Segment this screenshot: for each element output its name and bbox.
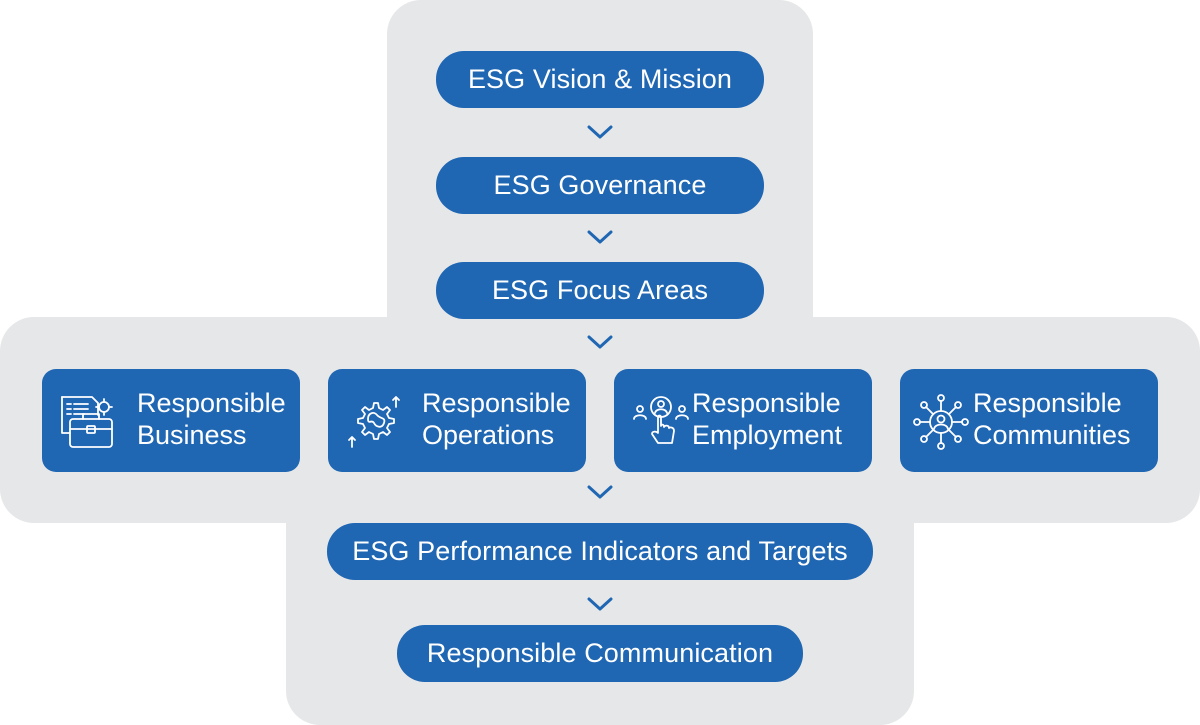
esg-governance-box[interactable]: ESG Governance <box>436 157 764 214</box>
responsible-employment-label: Responsible Employment <box>692 387 842 451</box>
chevron-down-icon <box>587 229 613 245</box>
responsible-employment-card[interactable]: Responsible Employment <box>614 369 872 472</box>
responsible-operations-card[interactable]: Responsible Operations <box>328 369 586 472</box>
label-line-1: Responsible <box>692 388 841 418</box>
responsible-business-label: Responsible Business <box>137 387 286 451</box>
esg-vision-mission-box[interactable]: ESG Vision & Mission <box>436 51 764 108</box>
gear-cycle-icon <box>346 393 404 451</box>
briefcase-document-icon <box>58 393 116 451</box>
responsible-communication-box[interactable]: Responsible Communication <box>397 625 803 682</box>
responsible-business-card[interactable]: Responsible Business <box>42 369 300 472</box>
label-line-1: Responsible <box>422 388 571 418</box>
label-line-1: Responsible <box>973 388 1122 418</box>
label-line-1: Responsible <box>137 388 286 418</box>
responsible-communities-card[interactable]: Responsible Communities <box>900 369 1158 472</box>
label-line-2: Employment <box>692 420 843 450</box>
people-hand-click-icon <box>632 393 690 451</box>
esg-performance-indicators-box[interactable]: ESG Performance Indicators and Targets <box>327 523 873 580</box>
esg-focus-areas-box[interactable]: ESG Focus Areas <box>436 262 764 319</box>
chevron-down-icon <box>587 484 613 500</box>
responsible-communities-label: Responsible Communities <box>973 387 1131 451</box>
chevron-down-icon <box>587 596 613 612</box>
community-network-icon <box>912 393 970 451</box>
chevron-down-icon <box>587 334 613 350</box>
label-line-2: Operations <box>422 420 555 450</box>
label-line-2: Business <box>137 420 247 450</box>
responsible-operations-label: Responsible Operations <box>422 387 571 451</box>
chevron-down-icon <box>587 124 613 140</box>
label-line-2: Communities <box>973 420 1131 450</box>
